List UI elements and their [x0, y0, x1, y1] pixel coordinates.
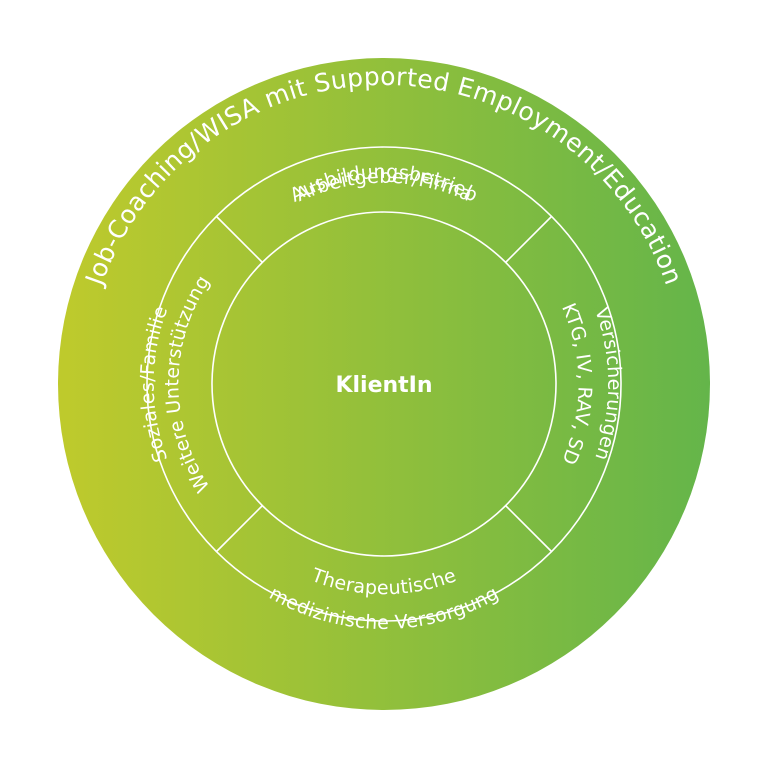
divider-bottom-right: [505, 505, 553, 553]
center-label: KlientIn: [335, 373, 432, 398]
divider-bottom-left: [215, 505, 263, 553]
divider-top-left: [215, 215, 263, 263]
middle-ring-outline: [146, 146, 622, 622]
divider-top-right: [505, 215, 553, 263]
inner-circle-outline: [211, 211, 557, 557]
